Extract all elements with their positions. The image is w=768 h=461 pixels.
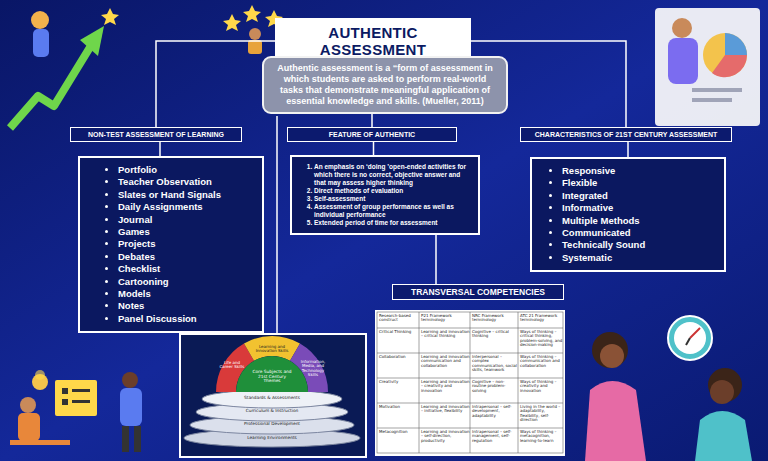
table-cell: NRC Framework terminology	[472, 314, 518, 323]
list: ResponsiveFlexibleIntegratedInformativeM…	[540, 165, 716, 264]
list-item: Projects	[118, 238, 254, 250]
list-item: Cartooning	[118, 276, 254, 288]
list-item: Self-assessment	[314, 195, 470, 203]
connector-line	[372, 114, 373, 127]
bullet-list-box: PortfolioTeacher ObservationSlates or Ha…	[78, 156, 264, 333]
section-heading: CHARACTERISTICS OF 21ST CENTURY ASSESSME…	[520, 127, 732, 142]
list-item: Systematic	[562, 252, 716, 264]
list-item: Panel Discussion	[118, 313, 254, 325]
table-cell: Collaboration	[379, 355, 419, 359]
list-item: Direct methods of evaluation	[314, 187, 470, 195]
section-heading: FEATURE OF AUTHENTIC	[287, 127, 457, 142]
table-cell: ATC 21 Framework terminology	[520, 314, 563, 323]
table-cell: Critical Thinking	[379, 330, 419, 334]
list-item: Journal	[118, 214, 254, 226]
list: An emphasis on ‘doing ’open-ended activi…	[300, 163, 470, 227]
list-item: Notes	[118, 300, 254, 312]
connector-line	[156, 41, 275, 127]
diagram-label: Professional Development	[232, 422, 312, 427]
diagram-label: Life and Career Skills	[219, 361, 245, 370]
list-item: Slates or Hand Signals	[118, 189, 254, 201]
list-item: Teacher Observation	[118, 176, 254, 188]
node-text: NON-TEST ASSESSMENT OF LEARNING	[75, 131, 237, 138]
list-item: Portfolio	[118, 164, 254, 176]
diagram-label: Learning and Innovation Skills	[252, 345, 292, 354]
node-text: TRANSVERSAL COMPETENCIES	[397, 287, 559, 297]
table-cell: Learning and innovation – self-direction…	[421, 430, 470, 443]
definition-box: Authentic assessment is a “form of asses…	[262, 56, 508, 114]
list-item: Communicated	[562, 227, 716, 239]
list-item: Integrated	[562, 190, 716, 202]
list-item: Responsive	[562, 165, 716, 177]
table-cell: Ways of thinking – creativity and innova…	[520, 380, 563, 393]
table-cell: Creativity	[379, 380, 419, 384]
diagram-label: Standards & Assessments	[232, 396, 312, 401]
node-text: FEATURE OF AUTHENTIC	[292, 131, 452, 138]
node-text: AUTHENTIC ASSESSMENT	[283, 24, 463, 58]
diagram-label: Core Subjects and 21st Century Themes	[250, 370, 294, 384]
diagram-label: Curriculum & Instruction	[232, 409, 312, 414]
table-cell: Living in the world – adaptability, flex…	[520, 405, 563, 423]
section-heading: NON-TEST ASSESSMENT OF LEARNING	[70, 127, 242, 142]
table-cell: Ways of thinking – communication and col…	[520, 355, 563, 368]
numbered-list-box: An emphasis on ‘doing ’open-ended activi…	[290, 155, 480, 235]
table-cell: Motivation	[379, 405, 419, 409]
diagram-label: Learning Environments	[232, 436, 312, 441]
connector-line	[373, 142, 374, 155]
connector-line	[160, 142, 161, 156]
list-item: Debates	[118, 251, 254, 263]
table-cell: Intrapersonal – self-management, self-re…	[472, 430, 518, 443]
table-cell: Interpersonal – complex communication, s…	[472, 355, 518, 373]
list-item: Models	[118, 288, 254, 300]
connector-line	[628, 142, 629, 157]
table-cell: Cognitive – critical thinking	[472, 330, 518, 339]
list-item: An emphasis on ‘doing ’open-ended activi…	[314, 163, 470, 187]
section-heading: TRANSVERSAL COMPETENCIES	[392, 284, 564, 300]
table-cell: Learning and innovation – creativity and…	[421, 380, 470, 393]
node-text: Authentic assessment is a “form of asses…	[272, 63, 498, 107]
bullet-list-box: ResponsiveFlexibleIntegratedInformativeM…	[530, 157, 726, 272]
table-cell: Metacognition	[379, 430, 419, 434]
table-cell: Learning and innovation communication an…	[421, 355, 470, 368]
list-item: Checklist	[118, 263, 254, 275]
table-cell: Ways of thinking – critical thinking, pr…	[520, 330, 563, 348]
list-item: Games	[118, 226, 254, 238]
list-item: Extended period of time for assessment	[314, 219, 470, 227]
list-item: Technically Sound	[562, 239, 716, 251]
table-cell: Intrapersonal – self-development, adapta…	[472, 405, 518, 418]
table-cell: Learning and innovation – initiative, fl…	[421, 405, 470, 414]
node-text: CHARACTERISTICS OF 21ST CENTURY ASSESSME…	[525, 131, 727, 138]
table-cell: Cognitive – non-routine problem-solving	[472, 380, 518, 393]
table-cell: Ways of thinking – metacognition, learni…	[520, 430, 563, 443]
table-cell: Research-based construct	[379, 314, 419, 323]
list-item: Assessment of group performance as well …	[314, 203, 470, 219]
connector-line	[436, 235, 437, 284]
table-cell: Learning and innovation – critical think…	[421, 330, 470, 339]
list-item: Informative	[562, 202, 716, 214]
table-cell: P21 Framework terminology	[421, 314, 470, 323]
list-item: Multiple Methods	[562, 215, 716, 227]
diagram-label: Information, Media, and Technology Skill…	[298, 360, 328, 378]
list-item: Daily Assignments	[118, 201, 254, 213]
list-item: Flexible	[562, 177, 716, 189]
list: PortfolioTeacher ObservationSlates or Ha…	[88, 164, 254, 325]
